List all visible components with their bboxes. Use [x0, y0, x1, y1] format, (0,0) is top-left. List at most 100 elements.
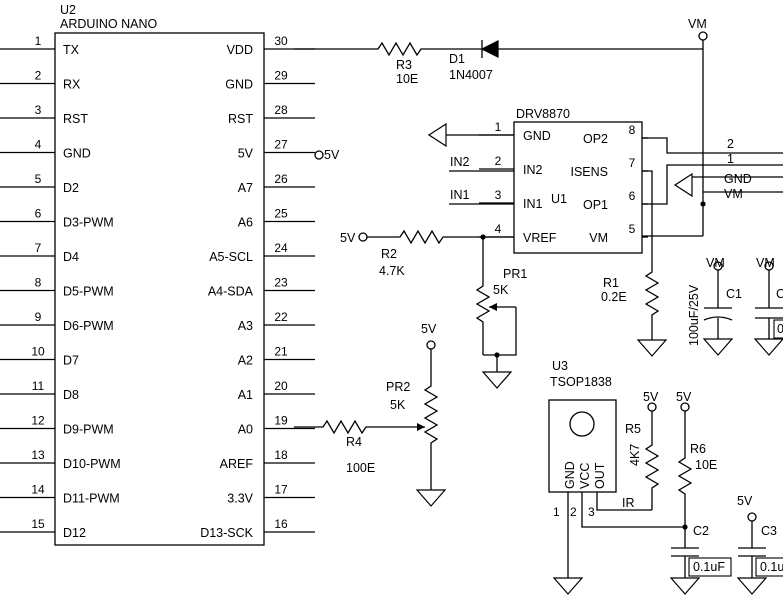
nano-pin-number-2: 2	[35, 69, 42, 83]
nano-pin-label-12: D9-PWM	[63, 423, 114, 437]
nano-pin-number-17: 17	[274, 483, 288, 497]
nano-pin-number-14: 14	[31, 483, 45, 497]
vdd-supply: R3 10E D1 1N4007 VM	[294, 17, 708, 236]
c4-vm-label: VM	[756, 256, 775, 270]
drv-ground-symbol	[427, 122, 447, 148]
nano-pin-number-23: 23	[274, 276, 288, 290]
nano-pin-label-7: D4	[63, 250, 79, 264]
pr1-value: 5K	[493, 283, 509, 297]
nano-pin-label-14: D11-PWM	[63, 492, 120, 506]
r3-ref: R3	[396, 58, 412, 72]
r5-5v-terminal	[647, 402, 657, 412]
c3-5v-label: 5V	[737, 494, 753, 508]
c3-5v-terminal	[747, 512, 757, 522]
conn-label-vm: VM	[724, 187, 743, 201]
nano-pin-number-4: 4	[35, 138, 42, 152]
drv-name: DRV8870	[516, 107, 570, 121]
tsop-pin-num-3: 3	[588, 505, 595, 519]
nano-pin-number-8: 8	[35, 276, 42, 290]
nano-pin-number-1: 1	[35, 34, 42, 48]
r1-ground-symbol	[636, 339, 668, 357]
nano-pin-number-18: 18	[274, 448, 288, 462]
tsop-out-wire	[596, 492, 652, 511]
nano-left-pins: 1TX2RX3RST4GND5D26D3-PWM7D48D5-PWM9D6-PW…	[0, 34, 121, 540]
nano-pin-label-23: A4-SDA	[208, 285, 254, 299]
op1-wire	[642, 164, 783, 205]
tsop-name: TSOP1838	[550, 375, 612, 389]
drv-pin-number-6: 6	[629, 189, 636, 203]
in2-net-label: IN2	[450, 155, 470, 169]
nano-ref: U2	[60, 3, 76, 17]
r2-resistor	[367, 229, 514, 245]
nano-pin-label-10: D7	[63, 354, 79, 368]
c1-vm-label: VM	[706, 256, 725, 270]
nano-pin-label-15: D12	[63, 526, 86, 540]
drv-ref: U1	[551, 192, 567, 206]
tsop-ground-symbol	[552, 577, 584, 595]
vm-top-label: VM	[688, 17, 707, 31]
op2-wire	[642, 137, 783, 154]
arduino-nano: U2 ARDUINO NANO 1TX2RX3RST4GND5D26D3-PWM…	[0, 3, 315, 546]
nano-pin-number-29: 29	[274, 69, 288, 83]
nano-pin-label-1: TX	[63, 43, 80, 57]
nano-pin-label-30: VDD	[227, 43, 253, 57]
nano-pin-label-28: RST	[228, 112, 253, 126]
c3-value-box	[755, 557, 783, 577]
c2-value-box	[688, 557, 732, 577]
r1-value: 0.2E	[601, 290, 627, 304]
r4-resistor	[294, 419, 425, 435]
pr1-wiper-wire	[483, 307, 517, 356]
nano-pin-number-10: 10	[31, 345, 45, 359]
tsop-ref: U3	[552, 359, 568, 373]
pr2-wiper-arrow	[417, 423, 425, 431]
r5-resistor	[644, 411, 660, 510]
nano-pin-number-27: 27	[274, 138, 288, 152]
nano-pin-label-22: A3	[238, 319, 253, 333]
r6-junction	[682, 524, 688, 530]
pr2-ref: PR2	[386, 380, 410, 394]
r3-value: 10E	[396, 72, 418, 86]
tsop-pin-num-1: 1	[553, 505, 560, 519]
nano-pin-label-4: GND	[63, 147, 91, 161]
tsop-lens	[569, 411, 595, 437]
nano-pin-label-17: 3.3V	[227, 492, 253, 506]
drv-pin-number-3: 3	[495, 188, 502, 202]
r5-ref: R5	[625, 422, 641, 436]
nano-body	[54, 32, 265, 546]
pr2-value: 5K	[390, 398, 406, 412]
drv-pin-label-1: GND	[523, 129, 551, 143]
r6-5v-terminal	[680, 402, 690, 412]
c1-plate-bottom	[703, 316, 733, 321]
nano-pin-label-21: A2	[238, 354, 253, 368]
d1-diode	[480, 40, 499, 58]
r6-ref: R6	[690, 442, 706, 456]
nano-pin-label-16: D13-SCK	[200, 526, 253, 540]
c3-value: 0.1u	[760, 560, 783, 574]
nano-pin-number-6: 6	[35, 207, 42, 221]
nano-pin-number-19: 19	[274, 414, 288, 428]
c2-ref: C2	[693, 524, 709, 538]
nano-pin-number-12: 12	[31, 414, 45, 428]
nano-pin-label-9: D6-PWM	[63, 319, 114, 333]
c1-value: 100uF/25V	[687, 284, 701, 346]
tsop-pin-out: OUT	[593, 462, 607, 489]
nano-pin-number-5: 5	[35, 172, 42, 186]
vm-top-terminal	[698, 31, 708, 41]
pr2-5v-terminal	[426, 340, 436, 350]
nano-pin-label-2: RX	[63, 78, 81, 92]
drv-pin-label-8: OP2	[583, 132, 608, 146]
c4-value-box	[773, 319, 783, 339]
drv-pin-number-4: 4	[495, 222, 502, 236]
c4-ground-symbol	[753, 338, 783, 356]
nano-pin-number-11: 11	[32, 379, 45, 393]
nano-pin-label-3: RST	[63, 112, 88, 126]
drv-pin-number-2: 2	[495, 154, 502, 168]
r4-ref: R4	[346, 435, 362, 449]
nano-pin-number-9: 9	[35, 310, 42, 324]
r3-resistor	[294, 41, 482, 57]
drv-pin-number-8: 8	[629, 123, 636, 137]
c4-value: 0	[777, 322, 783, 336]
